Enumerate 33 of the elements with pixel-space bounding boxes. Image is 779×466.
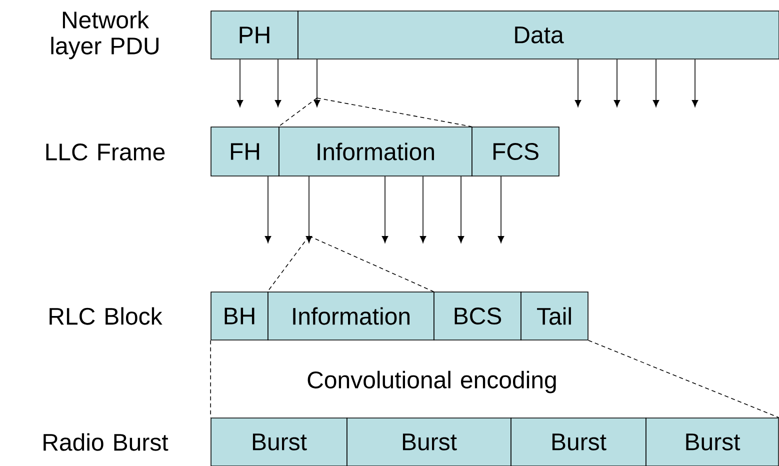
row-label: LLC Frame xyxy=(46,144,165,160)
arrow xyxy=(274,59,282,107)
field-cell: Burst xyxy=(346,418,512,466)
arrow xyxy=(692,59,698,107)
field-cell: BH xyxy=(210,292,268,340)
field-cell: FH xyxy=(210,126,280,176)
row-label: Network layer PDU xyxy=(51,10,158,60)
field-cell: Burst xyxy=(646,418,779,466)
zoom-line xyxy=(278,98,318,127)
zoom-line xyxy=(316,98,472,127)
field-cell: Burst xyxy=(210,418,348,466)
row-label: Convolutional encoding xyxy=(308,370,556,394)
zoom-line xyxy=(588,340,779,418)
zoom-line xyxy=(308,236,434,292)
arrow xyxy=(498,176,504,243)
arrow xyxy=(264,176,272,243)
field-cell: Tail xyxy=(520,292,588,340)
zoom-line xyxy=(267,236,310,292)
field-cell: PH xyxy=(210,10,298,60)
arrow xyxy=(652,59,660,107)
field-cell: Burst xyxy=(510,418,646,466)
arrow xyxy=(314,59,320,107)
field-cell: FCS xyxy=(472,126,560,176)
field-cell: BCS xyxy=(434,292,522,340)
arrow xyxy=(236,59,244,107)
arrow xyxy=(614,59,620,107)
arrow xyxy=(458,176,464,243)
row-label: Radio Burst xyxy=(44,433,168,451)
arrow xyxy=(574,59,582,107)
arrow xyxy=(420,176,426,243)
arrow xyxy=(306,176,312,243)
row-label: RLC Block xyxy=(50,307,162,325)
arrow xyxy=(382,176,388,243)
